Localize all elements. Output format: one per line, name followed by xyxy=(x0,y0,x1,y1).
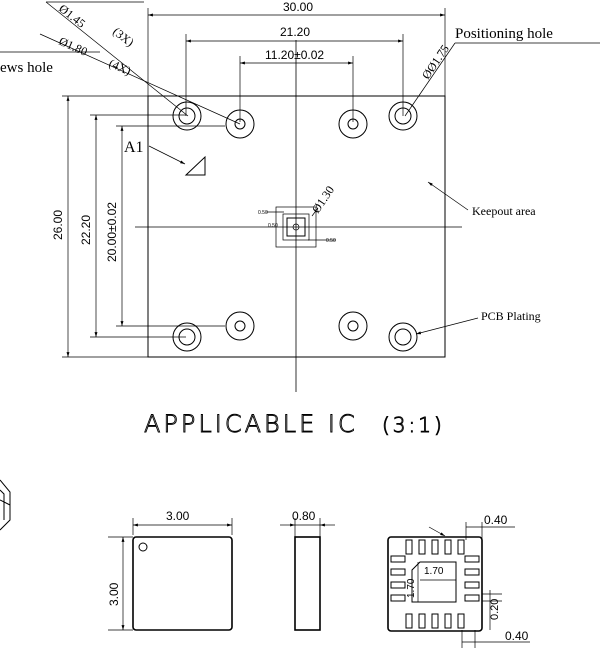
partial-3d-view xyxy=(0,479,11,531)
datum-a1: A1 xyxy=(124,139,206,176)
thermal-pad-h-text: 1.70 xyxy=(406,578,417,598)
screw-hole-bottom-left xyxy=(172,322,202,352)
screws-hole-label: ews hole xyxy=(0,60,53,76)
callout-screw-hole-count: (3X) xyxy=(110,24,136,49)
dim-positioning-span-y: 20.00±0.02 xyxy=(105,125,225,327)
dim-hole-span-y-text: 22.20 xyxy=(79,215,93,245)
board-outline xyxy=(147,95,446,358)
screw-hole-top-right xyxy=(388,101,418,131)
dim-overall-height-text: 26.00 xyxy=(51,210,65,240)
svg-text:0.50: 0.50 xyxy=(268,223,278,229)
dim-hole-span-x-text: 21.20 xyxy=(280,25,310,39)
dim-positioning-span-y-text: 20.00±0.02 xyxy=(105,202,119,262)
applicable-ic-title: APPLICABLE IC xyxy=(144,410,358,438)
pad-pitch-top-text: 0.40 xyxy=(484,513,508,527)
datum-a1-text: A1 xyxy=(124,139,144,156)
ic-height-text: 3.00 xyxy=(107,582,121,606)
positioning-hole-top-left xyxy=(225,109,255,139)
leader-screw-hole xyxy=(45,1,189,117)
callout-positioning-dia: Ø1.80 xyxy=(57,34,90,59)
positioning-hole-label: Positioning hole xyxy=(455,26,553,42)
positioning-hole-top-right xyxy=(338,109,368,139)
ic-thickness-text: 0.80 xyxy=(292,509,316,523)
dim-hole-span-x: 21.20 xyxy=(185,25,404,116)
center-hole-callout: Ø1.30 xyxy=(309,183,337,215)
thermal-pad-w-text: 1.70 xyxy=(424,566,444,577)
svg-text:0.50: 0.50 xyxy=(258,210,268,216)
dim-positioning-span-x: 11.20±0.02 xyxy=(239,48,354,122)
leader-positioning xyxy=(39,33,241,125)
pad-size-text: 0.20 xyxy=(489,599,501,620)
dim-overall-width-text: 30.00 xyxy=(283,0,313,14)
dim-overall-width: 30.00 xyxy=(147,0,446,96)
ic-top-view: 3.00 3.00 xyxy=(107,509,233,631)
positioning-hole-bottom-right xyxy=(338,311,368,341)
callout-positioning-count: (4X) xyxy=(107,56,133,78)
center-ic-footprint: 0.50 0.50 0.50 xyxy=(258,206,336,248)
ic-width-text: 3.00 xyxy=(166,509,190,523)
ic-side-view: 0.80 xyxy=(280,509,335,631)
positioning-hole-bottom-left xyxy=(225,311,255,341)
pad-pitch-bottom-text: 0.40 xyxy=(505,629,529,643)
screw-hole-top-left xyxy=(172,101,202,131)
dim-overall-height: 26.00 xyxy=(51,95,148,358)
applicable-ic-scale: (3:1) xyxy=(382,413,445,437)
dim-hole-span-y: 22.20 xyxy=(79,114,186,338)
dim-positioning-span-x-text: 11.20±0.02 xyxy=(265,48,324,62)
screw-hole-bottom-right xyxy=(388,322,418,352)
callout-positioning-hole-dia: ØØ1.75 xyxy=(419,42,452,82)
ic-bottom-view: 1.70 1.70 0.40 0.20 xyxy=(387,513,530,648)
pcb-plating-label: PCB Plating xyxy=(481,309,541,323)
keepout-area-label: Keepout area xyxy=(472,204,536,218)
callout-screw-hole-dia: Ø1.45 xyxy=(56,1,88,30)
svg-text:0.50: 0.50 xyxy=(326,238,336,244)
